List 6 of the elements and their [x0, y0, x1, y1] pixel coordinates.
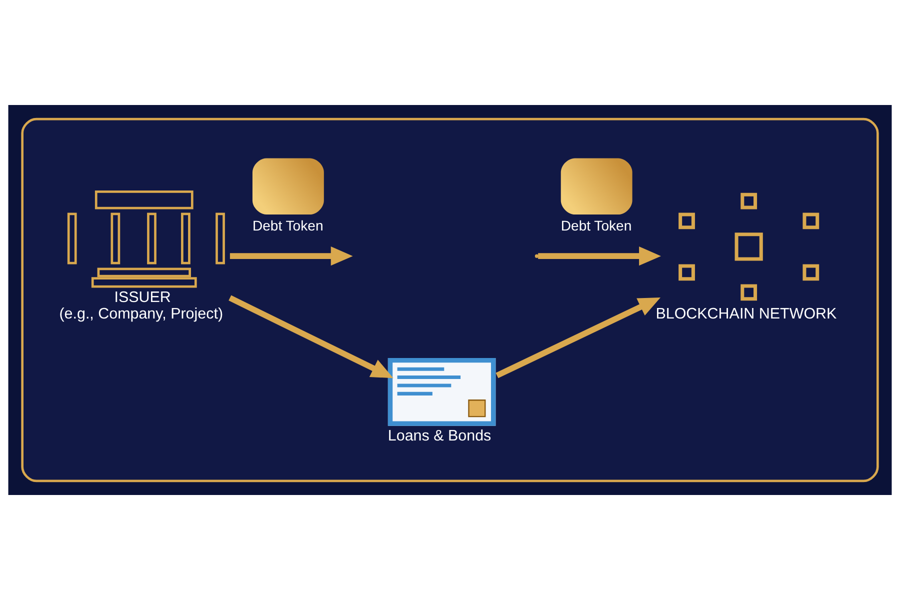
- node-label: ISSUER: [114, 289, 171, 306]
- node-label: (e.g., Company, Project): [59, 306, 224, 323]
- edge-label: Debt Token: [252, 217, 324, 234]
- node-label: BLOCKCHAIN NETWORK: [656, 306, 837, 323]
- node-label: Loans & Bonds: [388, 427, 492, 444]
- edge-label: Debt Token: [560, 217, 632, 234]
